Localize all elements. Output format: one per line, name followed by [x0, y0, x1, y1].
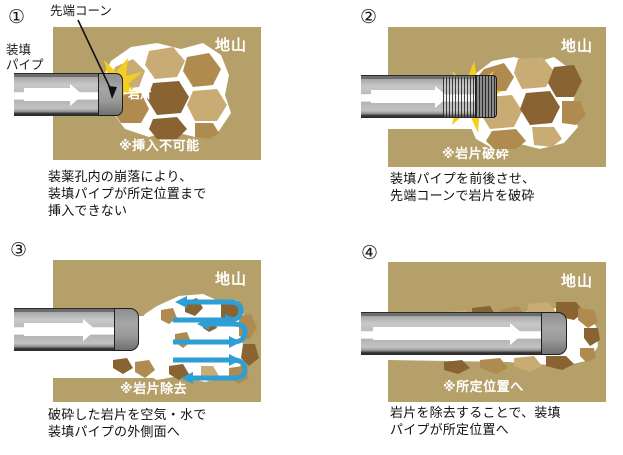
loading-pipe-1: [14, 73, 123, 116]
note-label-3: ※岩片除去: [120, 382, 188, 397]
pipe-arrow-head-3: [83, 318, 96, 341]
pipe-direction-arrow-3: [24, 323, 84, 336]
pipe-arrow-head-4: [510, 322, 523, 345]
step-number-3: ③: [10, 239, 28, 261]
panel-step-4: ④ 地山 ※所定位置へ 岩片を除去することで、装填 パイプが所定位置へ: [312, 228, 623, 455]
tip-cone-3: [114, 308, 139, 351]
leader-line-tip-cone: [77, 19, 117, 99]
step-number-4: ④: [361, 242, 379, 264]
pipe-arrow-head-1: [70, 83, 83, 106]
tip-cone-2: [475, 75, 497, 118]
loading-pipe-2: [361, 75, 501, 118]
panel-step-2: ② 地山 ※岩片破砕 装填パイプを前後させ、 先端コーンで岩片を破砕: [312, 0, 623, 227]
ground-label-1: 地山: [215, 36, 248, 54]
pipe-direction-arrow-1: [24, 88, 71, 101]
ground-label-3: 地山: [215, 270, 248, 288]
note-label-2: ※岩片破砕: [442, 147, 510, 162]
caption-1: 装薬孔内の崩落により、 装填パイプが所定位置まで 挿入できない: [48, 170, 207, 219]
pipe-direction-arrow-2: [371, 90, 436, 103]
loading-pipe-4: [361, 312, 571, 355]
step-number-2: ②: [360, 6, 378, 28]
note-label-4: ※所定位置へ: [443, 380, 524, 395]
tip-cone-4: [541, 312, 567, 355]
caption-4: 岩片を除去することで、装填 パイプが所定位置へ: [390, 406, 561, 438]
pipe-direction-arrow-4: [373, 327, 511, 340]
panel-step-1: ① 先端コーン 装填 パイプ 地山 岩片 ※挿入不可能 装薬孔内の崩落に: [0, 0, 311, 227]
note-label-1: ※挿入不可能: [119, 139, 200, 154]
panel-step-3: ③ 地山: [0, 228, 311, 455]
caption-3: 破砕した岩片を空気・水で 装填パイプの外側面へ: [48, 408, 207, 440]
fragment-label-1: 岩片: [128, 87, 153, 101]
pipe-motion-blur-2: [443, 76, 475, 117]
loading-pipe-3: [14, 308, 144, 351]
flow-arrows-3: [173, 296, 248, 384]
ground-label-4: 地山: [561, 272, 594, 290]
ground-label-2: 地山: [561, 37, 594, 55]
callout-tip-cone-1: 先端コーン: [50, 3, 112, 18]
step-number-1: ①: [8, 6, 26, 28]
callout-loading-pipe-1: 装填 パイプ: [6, 42, 44, 73]
caption-2: 装填パイプを前後させ、 先端コーンで岩片を破砕: [390, 172, 536, 204]
tip-cone-1: [98, 73, 123, 116]
